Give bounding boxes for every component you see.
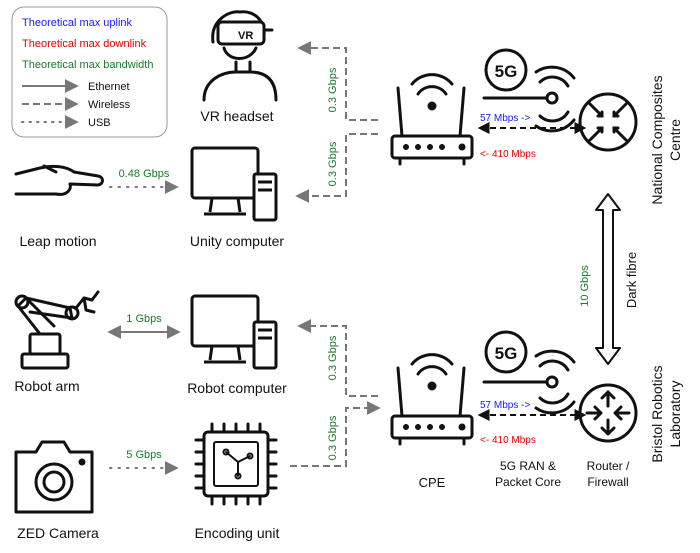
legend-usb: USB xyxy=(88,117,111,129)
legend-downlink: Theoretical max downlink xyxy=(22,38,147,50)
ran-5g-badge-top: 5G xyxy=(495,62,518,81)
site-bottom-line2: Laboratory xyxy=(667,381,683,448)
cpe-label: CPE xyxy=(419,475,446,490)
zed-camera-label: ZED Camera xyxy=(17,525,99,541)
unity-wireless-rate: 0.3 Gbps xyxy=(327,141,339,186)
vr-badge: VR xyxy=(238,30,253,42)
top-wireless-links xyxy=(295,41,378,203)
hand-icon xyxy=(14,164,104,196)
legend-uplink: Theoretical max uplink xyxy=(22,17,133,29)
robot-ethernet-rate: 1 Gbps xyxy=(126,313,162,325)
top-downlink-rate: <- 410 Mbps xyxy=(480,149,536,160)
robot-computer-label: Robot computer xyxy=(187,380,287,396)
bottom-uplink-rate: 57 Mbps -> xyxy=(480,400,530,411)
ran-label-line2: Packet Core xyxy=(495,475,561,489)
robot-computer-wireless-rate: 0.3 Gbps xyxy=(327,335,339,380)
zed-usb-rate: 5 Gbps xyxy=(126,449,162,461)
site-top-line1: National Composites xyxy=(649,75,665,204)
bottom-downlink-rate: <- 410 Mbps xyxy=(480,435,536,446)
ran-5g-icon-bottom xyxy=(482,330,576,415)
chip-icon xyxy=(194,422,278,506)
encoding-unit-label: Encoding unit xyxy=(195,525,280,541)
vr-headset-label: VR headset xyxy=(200,108,273,124)
bottom-wireless-links xyxy=(290,319,381,467)
unity-wireless-link xyxy=(295,133,378,203)
cpe-router-icon-bottom xyxy=(390,353,474,446)
camera-icon xyxy=(14,440,94,514)
unity-computer-icon xyxy=(190,146,278,222)
site-top-line2: Centre xyxy=(667,119,683,161)
encoder-wireless-link xyxy=(290,401,381,467)
vr-wireless-rate: 0.3 Gbps xyxy=(327,67,339,112)
legend-bandwidth: Theoretical max bandwidth xyxy=(22,59,153,71)
robot-computer-wireless-link xyxy=(297,319,378,397)
ran-5g-badge-bottom: 5G xyxy=(495,344,518,363)
vr-wireless-link xyxy=(297,41,378,121)
fibre-rate-label: 10 Gbps xyxy=(579,265,591,307)
leap-usb-rate: 0.48 Gbps xyxy=(119,168,170,180)
router-label-line1: Router / xyxy=(587,459,630,473)
router-firewall-icon-top xyxy=(578,92,638,152)
router-label-line2: Firewall xyxy=(587,475,628,489)
site-bottom-line1: Bristol Robotics xyxy=(649,365,665,462)
dark-fibre-link xyxy=(595,193,621,365)
dark-fibre-label: Dark fibre xyxy=(624,252,639,308)
legend-wireless: Wireless xyxy=(88,99,131,111)
legend: Theoretical max uplink Theoretical max d… xyxy=(11,6,168,138)
legend-ethernet: Ethernet xyxy=(88,81,130,93)
router-firewall-icon-bottom xyxy=(578,383,638,443)
cpe-router-icon-top xyxy=(390,73,474,166)
robot-arm-icon xyxy=(14,290,100,370)
encoder-wireless-rate: 0.3 Gbps xyxy=(327,415,339,460)
ran-label-line1: 5G RAN & xyxy=(500,459,556,473)
unity-computer-label: Unity computer xyxy=(190,233,284,249)
vr-headset-icon xyxy=(202,10,278,102)
robot-arm-label: Robot arm xyxy=(14,378,79,394)
robot-computer-icon xyxy=(190,294,278,370)
leap-motion-label: Leap motion xyxy=(19,233,96,249)
top-uplink-rate: 57 Mbps -> xyxy=(480,113,530,124)
